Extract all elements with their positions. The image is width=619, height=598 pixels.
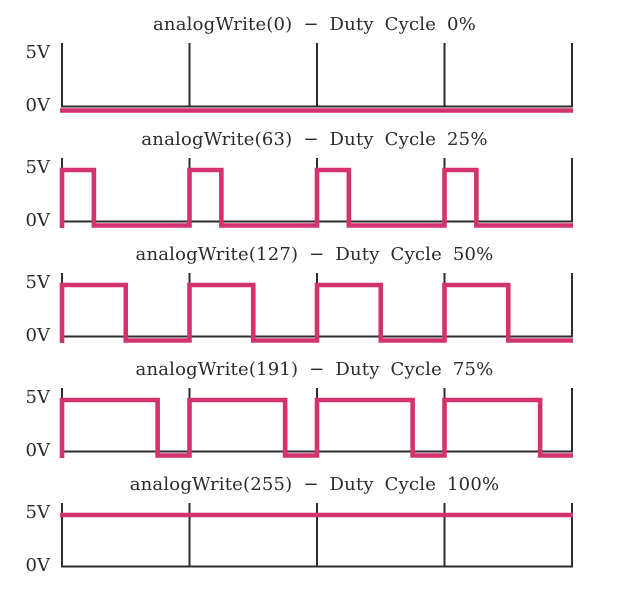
voltage-low-label: 0V [25, 95, 50, 116]
waveform-plot [60, 43, 573, 113]
pwm-panel: analogWrite(191) − Duty Cycle 75% 5V 0V [0, 345, 619, 461]
panel-title: analogWrite(0) − Duty Cycle 0% [153, 14, 476, 35]
pwm-waveform-path [59, 397, 573, 458]
pwm-waveform-path [59, 167, 573, 228]
pwm-panel: analogWrite(127) − Duty Cycle 50% 5V 0V [0, 230, 619, 346]
voltage-low-label: 0V [25, 440, 50, 461]
voltage-high-label: 5V [25, 272, 50, 293]
waveform-plot [59, 388, 573, 458]
waveform-plot [59, 273, 573, 343]
voltage-high-label: 5V [25, 387, 50, 408]
pwm-panel: analogWrite(0) − Duty Cycle 0% 5V 0V [0, 0, 619, 116]
pwm-waveform-path [59, 282, 573, 343]
waveform-plot [60, 503, 573, 568]
voltage-high-label: 5V [25, 157, 50, 178]
pwm-panel: analogWrite(63) − Duty Cycle 25% 5V 0V [0, 115, 619, 231]
panel-title: analogWrite(255) − Duty Cycle 100% [129, 474, 500, 495]
voltage-low-label: 0V [25, 210, 50, 231]
voltage-high-label: 5V [25, 502, 50, 523]
waveform-plot [59, 158, 573, 228]
voltage-low-label: 0V [25, 325, 50, 346]
panel-title: analogWrite(191) − Duty Cycle 75% [135, 359, 494, 380]
panel-title: analogWrite(127) − Duty Cycle 50% [135, 244, 494, 265]
voltage-high-label: 5V [25, 42, 50, 63]
pwm-panel: analogWrite(255) − Duty Cycle 100% 5V 0V [0, 460, 619, 576]
panel-title: analogWrite(63) − Duty Cycle 25% [141, 129, 488, 150]
voltage-low-label: 0V [25, 555, 50, 576]
